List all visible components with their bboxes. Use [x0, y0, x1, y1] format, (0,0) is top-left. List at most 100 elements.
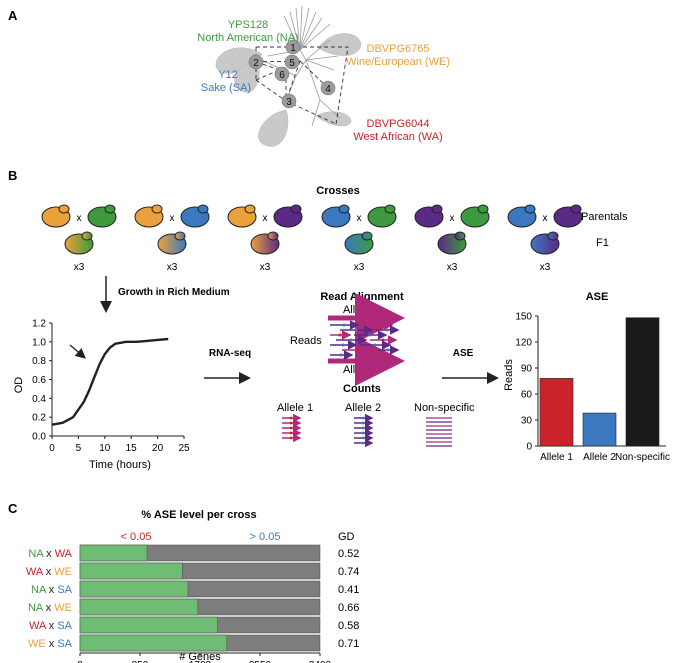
network-node: [248, 54, 264, 70]
parent-cell-bud: [431, 204, 443, 214]
ase-category-label: Allele 1: [540, 452, 573, 463]
reads-label: Reads: [290, 335, 322, 347]
ase-significant-bar: [79, 616, 218, 634]
tree-branch: [299, 5, 303, 51]
network-node: [274, 66, 290, 82]
y-tick-label: 0.2: [32, 413, 46, 424]
ase-bar: [582, 412, 617, 447]
allele2-snp: [361, 416, 365, 420]
read-snp: [349, 338, 353, 342]
curve-pointer-arrow: [69, 344, 86, 359]
f1-label: F1: [596, 237, 609, 249]
strain-sa-id: Y12: [218, 69, 238, 81]
tree-branch: [299, 49, 307, 61]
x-tick-label: 2550: [249, 660, 272, 663]
read-snp: [354, 328, 358, 332]
ase-significant-bar: [79, 580, 189, 598]
yeast-blob-wa2: [315, 111, 352, 127]
gd-value: 0.71: [338, 638, 359, 650]
y-tick-label: 0.6: [32, 375, 46, 386]
growth-ylabel: OD: [13, 377, 25, 394]
network-node-label: 3: [286, 97, 292, 108]
read-snp: [373, 343, 377, 347]
panel-a-label: A: [8, 8, 18, 23]
x-tick-label: 0: [49, 443, 55, 454]
y-tick-label: 90: [521, 364, 533, 375]
ase-bar: [625, 317, 660, 447]
allele2-snp: [361, 421, 365, 425]
ase-significant-bar: [79, 598, 199, 616]
tree-branch: [311, 99, 321, 127]
counts-allele2: Allele 2: [345, 402, 381, 414]
read-snp: [368, 333, 372, 337]
tree-branch: [305, 59, 335, 71]
legend-low: < 0.05: [121, 531, 152, 543]
allele2-snp: [361, 436, 365, 440]
y-tick-label: 1.0: [32, 337, 46, 348]
gd-value: 0.66: [338, 602, 359, 614]
parent-cell-bud: [58, 204, 70, 214]
allele1-snp: [289, 431, 293, 435]
network-edge: [255, 79, 287, 102]
strain-we-id: DBVPG6765: [367, 43, 430, 55]
network-node: [284, 54, 300, 70]
cross-label: WE x SA: [28, 638, 73, 650]
y-tick-label: 1.2: [32, 319, 46, 330]
x-tick-label: 10: [99, 443, 111, 454]
gd-value: 0.41: [338, 584, 359, 596]
parent-cell-bud: [290, 204, 302, 214]
ase-significant-bar: [79, 544, 148, 562]
x-tick-label: 5: [76, 443, 82, 454]
network-node-label: 4: [325, 84, 331, 95]
x-tick-label: 15: [126, 443, 138, 454]
yeast-blob-sa: [234, 61, 260, 93]
network-node-label: 1: [290, 43, 296, 54]
replicate-label: x3: [74, 262, 85, 273]
cross-symbol: x: [77, 213, 82, 224]
f1-cell-bud: [81, 231, 93, 241]
gd-value: 0.58: [338, 620, 359, 632]
counts-allele1: Allele 1: [277, 402, 313, 414]
allele2-snp: [361, 426, 365, 430]
allele1-snp: [289, 436, 293, 440]
read-snp: [341, 343, 345, 347]
yeast-blob-we: [317, 33, 361, 56]
network-node: [320, 80, 336, 96]
parent-cell-bud: [244, 204, 256, 214]
ase-arrow-label: ASE: [453, 348, 474, 359]
allele1-snp: [289, 426, 293, 430]
strain-na-pop: North American (NA): [197, 32, 298, 44]
replicate-label: x3: [540, 262, 551, 273]
cross-label: NA x WE: [28, 602, 72, 614]
read-snp: [375, 323, 379, 327]
yeast-blob-wa: [258, 109, 289, 147]
f1-cell-bud: [267, 231, 279, 241]
f1-cell-bud: [454, 231, 466, 241]
network-node-label: 6: [279, 70, 285, 81]
parent-cell-bud: [104, 204, 116, 214]
f1-cell-bud: [361, 231, 373, 241]
read-snp: [356, 348, 360, 352]
ase-level-title: % ASE level per cross: [141, 509, 256, 521]
replicate-label: x3: [447, 262, 458, 273]
read-snp: [386, 348, 390, 352]
strain-sa-pop: Sake (SA): [201, 82, 251, 94]
strain-wa-id: DBVPG6044: [367, 118, 430, 130]
read-snp: [385, 328, 389, 332]
y-tick-label: 60: [521, 390, 533, 401]
read-alignment-diagram: [328, 293, 405, 386]
tree-branch: [305, 59, 321, 101]
parent-cell-bud: [338, 204, 350, 214]
tree-branch: [305, 39, 331, 61]
cross-label: WA x WE: [26, 566, 72, 578]
x-tick-label: 0: [77, 660, 83, 663]
read-snp: [381, 338, 385, 342]
y-tick-label: 120: [515, 338, 532, 349]
ase-category-label: Non-specific: [615, 452, 670, 463]
alignment-allele1: Allele 1: [343, 304, 379, 316]
tree-branch: [305, 55, 339, 61]
y-tick-label: 0: [526, 442, 532, 453]
network-node-label: 5: [289, 58, 295, 69]
